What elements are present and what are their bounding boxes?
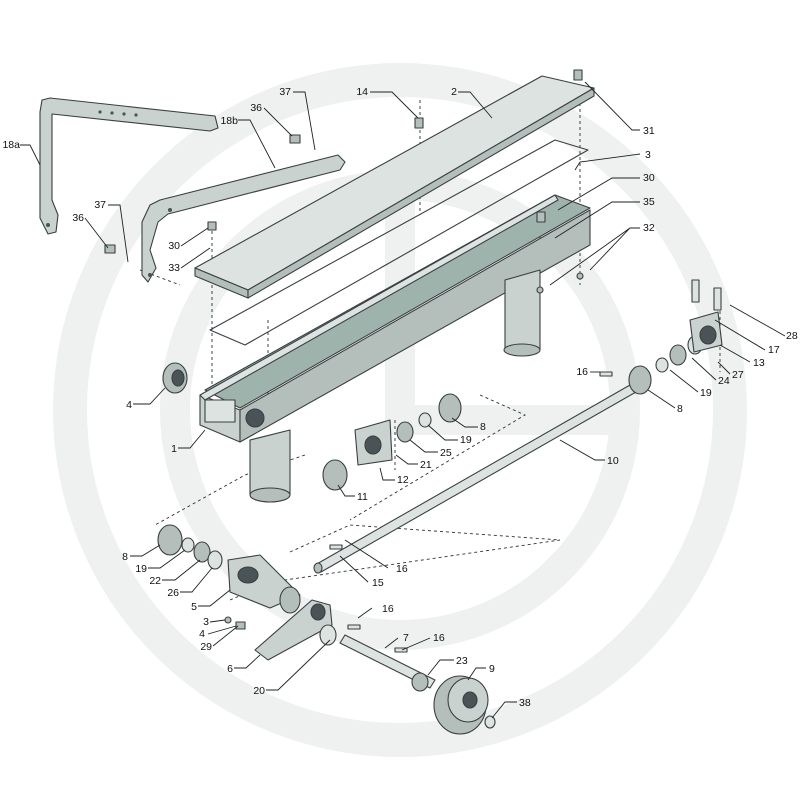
callout-3: 3	[645, 149, 651, 161]
callout-3: 3	[203, 616, 209, 628]
bracket-18a	[39, 97, 219, 235]
callout-18a: 18a	[2, 139, 20, 151]
callout-33: 33	[168, 262, 180, 274]
callout-7: 7	[403, 632, 409, 644]
callout-19: 19	[700, 387, 712, 399]
callout-9: 9	[489, 663, 495, 675]
cover-plate	[194, 75, 595, 299]
gear-lower-left	[157, 524, 301, 614]
callout-6: 6	[227, 663, 233, 675]
callout-27: 27	[732, 369, 744, 381]
callout-10: 10	[607, 455, 619, 467]
callout-35: 35	[643, 196, 655, 208]
callout-2: 2	[451, 86, 457, 98]
callout-37: 37	[94, 199, 106, 211]
callout-29: 29	[200, 641, 212, 653]
callout-36: 36	[72, 212, 84, 224]
callout-12: 12	[397, 474, 409, 486]
gear-middle	[322, 393, 462, 491]
callout-8: 8	[480, 421, 486, 433]
bolts	[104, 69, 613, 653]
callout-8: 8	[677, 403, 683, 415]
callout-18b: 18b	[220, 115, 238, 127]
callout-17: 17	[768, 344, 780, 356]
callout-32: 32	[643, 222, 655, 234]
bracket-18b	[141, 154, 346, 283]
bearing-block-right	[689, 279, 723, 353]
callout-30: 30	[168, 240, 180, 252]
callout-30: 30	[643, 172, 655, 184]
callout-16: 16	[396, 563, 408, 575]
callout-26: 26	[167, 587, 179, 599]
callout-16: 16	[576, 366, 588, 378]
callout-13: 13	[753, 357, 765, 369]
callout-4: 4	[126, 399, 132, 411]
callout-21: 21	[420, 459, 432, 471]
callout-14: 14	[356, 86, 368, 98]
tension-arm	[254, 599, 337, 661]
callout-16: 16	[433, 632, 445, 644]
callout-19: 19	[135, 563, 147, 575]
callout-8: 8	[122, 551, 128, 563]
pulley	[433, 675, 496, 735]
callout-5: 5	[191, 601, 197, 613]
callout-20: 20	[253, 685, 265, 697]
gear-right	[628, 335, 703, 395]
callout-36: 36	[250, 102, 262, 114]
main-housing	[199, 194, 591, 443]
callout-19: 19	[460, 434, 472, 446]
callout-38: 38	[519, 697, 531, 709]
callout-labels: 18a 36 37 36 37 18b 30 33 14 2 31 3 30 3…	[2, 86, 797, 709]
bearing-left	[162, 362, 188, 394]
leader-lines	[20, 81, 786, 719]
callout-25: 25	[440, 447, 452, 459]
callout-31: 31	[643, 125, 655, 137]
stub-shaft	[339, 634, 436, 692]
callout-37: 37	[279, 86, 291, 98]
callout-28: 28	[786, 330, 798, 342]
callout-15: 15	[372, 577, 384, 589]
callout-23: 23	[456, 655, 468, 667]
gasket	[209, 139, 589, 346]
callout-11: 11	[357, 491, 368, 503]
callout-16: 16	[382, 603, 394, 615]
callout-24: 24	[718, 375, 730, 387]
callout-1: 1	[171, 443, 177, 455]
callout-22: 22	[149, 575, 161, 587]
housing-legs	[249, 269, 541, 503]
callout-4: 4	[199, 628, 205, 640]
